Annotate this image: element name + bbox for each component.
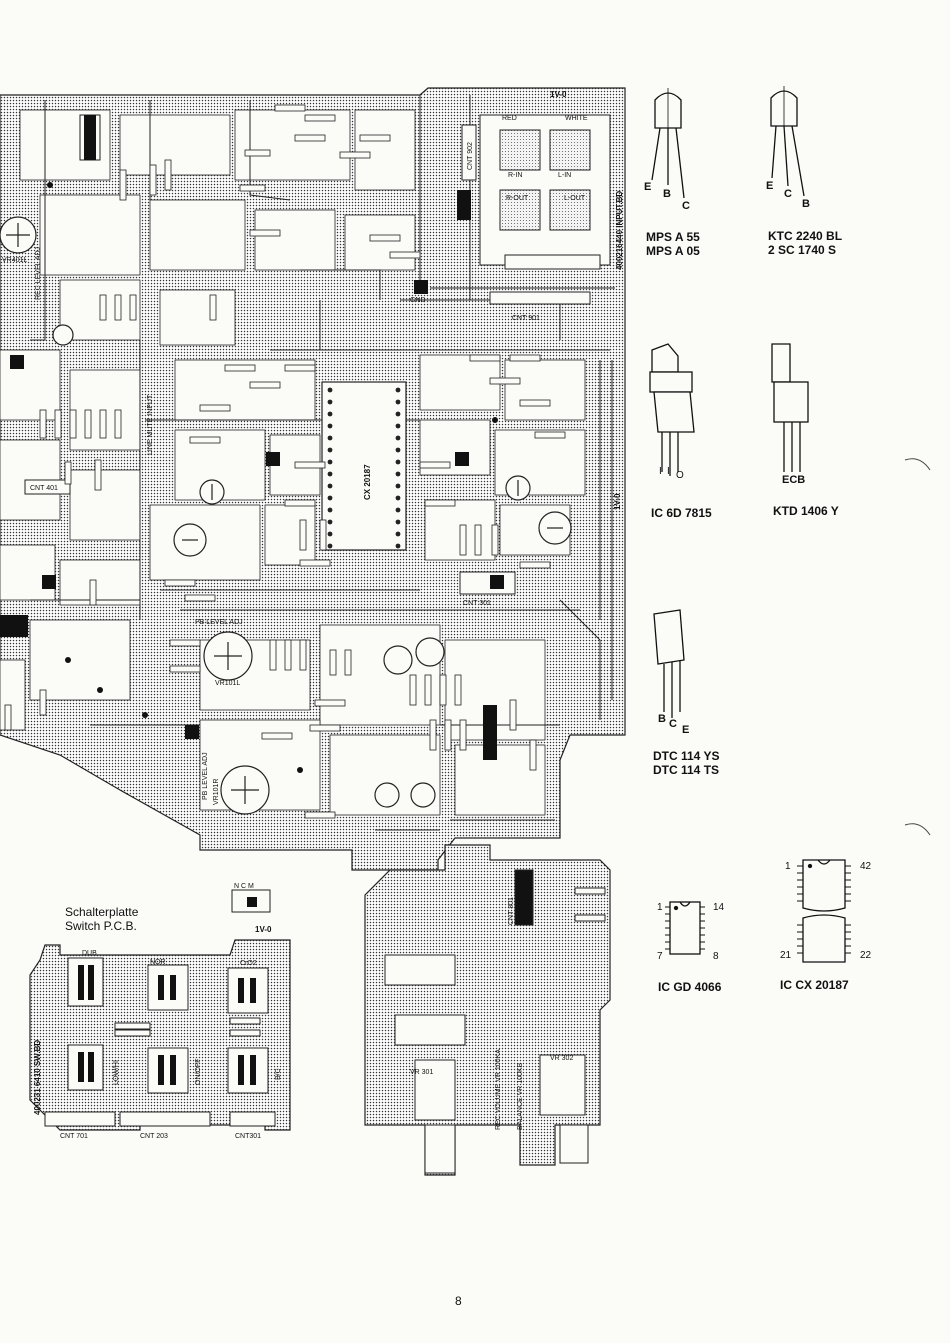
reg-pin-3: O <box>676 470 684 481</box>
main-pcb-code: 400216440 INPUT.BD <box>615 191 624 270</box>
dip42-ic-drawing <box>797 859 851 963</box>
to126-transistor-drawing <box>771 343 809 472</box>
cnt-902-block <box>461 124 477 181</box>
cert-mark-top: 1V-0 <box>550 90 567 99</box>
cnt-401-label: CNT 401 <box>30 485 58 492</box>
q103-can <box>383 645 413 675</box>
t2-pin-e: E <box>766 180 774 192</box>
cnt-301-label: CNT 301 <box>463 600 491 607</box>
gnd-label: GND <box>410 297 426 304</box>
pb-level-adj-r-label: PB LEVEL ADJ <box>202 752 209 800</box>
reg-pin-2: I <box>667 466 670 477</box>
cro2-label: CrO2 <box>240 960 257 967</box>
power-transistor-label: KTD 1406 Y <box>773 504 839 518</box>
cnt-901-block <box>489 291 591 305</box>
gd4066-pin-14: 14 <box>713 902 725 913</box>
cx20187-pin-42: 42 <box>860 861 872 872</box>
cnt-801-block <box>514 869 534 926</box>
transistor-1-label-1: MPS A 55 <box>646 230 700 244</box>
r-in-label: R-IN <box>508 172 522 179</box>
cnt-301-switch-block <box>229 1111 276 1127</box>
dt-pin-e: E <box>682 724 690 736</box>
to220-regulator-drawing <box>649 343 695 476</box>
q102-can <box>415 637 445 667</box>
vr302-label: VR 302 <box>550 1055 573 1062</box>
cnt-301-block <box>459 571 516 595</box>
l-in-label: L-IN <box>558 172 571 179</box>
r-out-label: R-OUT <box>506 195 529 202</box>
rec-level-adj-label: REC LEVEL ADJ <box>35 247 42 300</box>
t2-pin-c: C <box>784 188 792 200</box>
transistor-1-label-2: MPS A 05 <box>646 244 700 258</box>
cnt-701-label: CNT 701 <box>60 1133 88 1140</box>
q211-can <box>52 324 74 346</box>
cnt-401-block <box>24 479 71 495</box>
q105-can <box>410 782 436 808</box>
switch-pcb-title-en: Switch P.C.B. <box>65 919 137 933</box>
on-off-label: ON/OFF <box>195 1059 202 1085</box>
punch-mark-top <box>904 458 931 471</box>
dub-label: DUB <box>82 950 97 957</box>
cx20187-pin-22: 22 <box>860 950 872 961</box>
cert-mark-right: 1V-0 <box>613 493 622 510</box>
b-c-label: B/C <box>275 1068 282 1080</box>
vr101r-label: VR101R <box>213 779 220 805</box>
q104-can <box>374 782 400 808</box>
white-label: WHITE <box>565 115 588 122</box>
cnt-203-label: CNT 203 <box>140 1133 168 1140</box>
cnt-903-block <box>504 254 601 270</box>
main-ic-label: CX 20187 <box>363 464 372 500</box>
cnt-301-switch-label: CNT301 <box>235 1133 261 1140</box>
vr401l-label: VR401L <box>2 257 27 264</box>
transistor-2-label-2: 2 SC 1740 S <box>768 243 837 257</box>
t2-pin-b: B <box>802 198 810 210</box>
cert-mark-switch: 1V-0 <box>255 925 272 934</box>
ic-gd4066-label: IC GD 4066 <box>658 980 722 994</box>
nor-label: NOR <box>150 959 166 966</box>
cnt-203-block <box>119 1111 211 1127</box>
vr101l-label: VR101L <box>215 680 240 687</box>
cnt-901-label: CNT 901 <box>512 315 540 322</box>
gd4066-pin-7: 7 <box>657 951 663 962</box>
cnt-801-label: CNT 801 <box>508 897 515 925</box>
digital-transistor-label-2: DTC 114 TS <box>653 763 720 777</box>
line-mute-input-label: LINE MUTE INPUT <box>147 394 154 455</box>
l-out-label: L-OUT <box>564 195 586 202</box>
switch-pcb-title-de: Schalterplatte <box>65 905 139 919</box>
ncm-label: N C M <box>234 883 254 890</box>
t1-pin-b: B <box>663 188 671 200</box>
cx20187-pin-21: 21 <box>780 950 792 961</box>
pb-level-adj-label: PB LEVEL ADJ <box>195 619 243 626</box>
page-number: 8 <box>455 1294 462 1308</box>
dt-pin-c: C <box>669 718 677 730</box>
low-hi-label: LOW/HI <box>113 1060 120 1085</box>
t1-pin-c: C <box>682 200 690 212</box>
regulator-label: IC 6D 7815 <box>651 506 712 520</box>
sip-transistor-drawing <box>653 609 685 718</box>
cnt-902-label: CNT 902 <box>467 142 474 170</box>
to92-transistor-1-drawing <box>651 88 685 199</box>
digital-transistor-label-1: DTC 114 YS <box>653 749 720 763</box>
power-transistor-pins: ECB <box>782 474 806 486</box>
to92-transistor-2-drawing <box>770 86 805 197</box>
reg-pin-1: I <box>659 466 662 477</box>
main-ic-body <box>321 381 407 551</box>
vr301-label: VR 301 <box>410 1069 433 1076</box>
dip14-ic-drawing <box>665 901 705 955</box>
transistor-2-label-1: KTC 2240 BL <box>768 229 843 243</box>
t1-pin-e: E <box>644 181 652 193</box>
ic-cx20187-label: IC CX 20187 <box>780 978 849 992</box>
balance-label: BALANCE VR 100KB <box>517 1062 524 1130</box>
switch-pcb-code: 400231 6410 SW.BD <box>33 1040 42 1115</box>
punch-mark-bottom <box>904 823 931 836</box>
rec-volume-label: REC VOLUME VR 100KA <box>495 1049 502 1130</box>
cnt-701-block <box>44 1111 116 1127</box>
dt-pin-b: B <box>658 713 666 725</box>
gd4066-pin-8: 8 <box>713 951 719 962</box>
red-label: RED <box>502 115 517 122</box>
gd4066-pin-1: 1 <box>657 902 663 913</box>
cx20187-pin-1: 1 <box>785 861 791 872</box>
